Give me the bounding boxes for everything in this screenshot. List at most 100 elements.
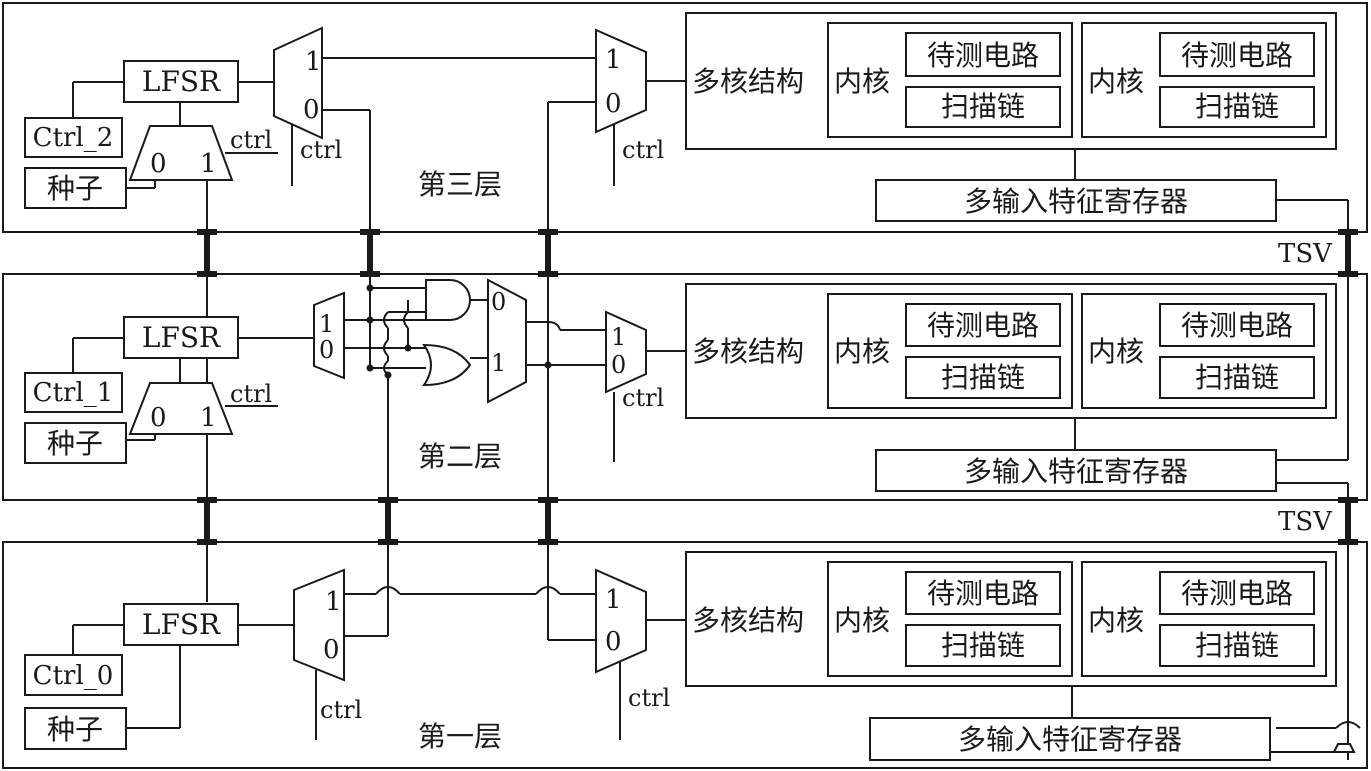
cut-2-label-l2: 待测电路 <box>1181 309 1293 342</box>
seed-mux-ctrl-l3: ctrl <box>230 126 272 154</box>
lfsr-box-l3 <box>123 60 239 103</box>
seed-mux-in1-l3: 1 <box>200 149 217 179</box>
layer-1: 1 0 ctrl 1 0 ctrl LFSR Ctrl_0 种子 第 <box>24 542 1361 761</box>
scan-chain-2-box-l3 <box>1159 86 1315 128</box>
mux-a-in0-l3: 0 <box>303 95 320 125</box>
mux-b-l1 <box>595 568 647 674</box>
scan-chain-2-label-l1: 扫描链 <box>1195 629 1279 662</box>
multicore-label-l1: 多核结构 <box>692 604 804 637</box>
mux-c-in1-l2: 1 <box>611 323 626 351</box>
lfsr-box-l2 <box>123 316 239 359</box>
layer-2-name: 第二层 <box>418 440 502 473</box>
cut-1-label-l3: 待测电路 <box>927 39 1039 72</box>
cut-1-label-l1: 待测电路 <box>927 577 1039 610</box>
cut-2-box-l1 <box>1159 571 1315 615</box>
tsv-label-upper: TSV <box>1278 239 1333 269</box>
core-1-label-l1: 内核 <box>834 604 890 637</box>
multicore-label-l3: 多核结构 <box>692 65 804 98</box>
scan-chain-1-label-l3: 扫描链 <box>941 90 1025 123</box>
scan-chain-2-label-l2: 扫描链 <box>1195 361 1279 394</box>
mux-a-in1-l2: 1 <box>319 310 334 338</box>
cut-1-box-l1 <box>905 571 1061 615</box>
cut-1-label-l2: 待测电路 <box>927 309 1039 342</box>
ctrl-register-box-l3 <box>24 117 123 158</box>
cut-1-box-l3 <box>905 32 1061 77</box>
cut-2-box-l3 <box>1159 32 1315 77</box>
mux-a-l3 <box>273 26 323 140</box>
seed-mux-in0-l2: 0 <box>150 403 167 433</box>
seed-label-l3: 种子 <box>47 172 103 205</box>
seed-mux-ctrl-l2: ctrl <box>230 380 272 408</box>
scan-chain-1-box-l2 <box>905 356 1061 399</box>
multicore-label-l2: 多核结构 <box>692 335 804 368</box>
mux-b-l2 <box>487 278 527 404</box>
seed-box-l2 <box>24 422 127 464</box>
cut-2-box-l2 <box>1159 303 1315 347</box>
scan-chain-2-label-l3: 扫描链 <box>1195 90 1279 123</box>
mux-c-l2 <box>605 310 647 394</box>
layer-2: 1 0 0 1 <box>24 274 1349 500</box>
seed-box-l3 <box>24 167 127 209</box>
misr-box-l2 <box>875 449 1277 492</box>
mux-a-in0-l1: 0 <box>323 635 340 665</box>
layer-3-name: 第三层 <box>418 168 502 201</box>
seed-mux-in1-l2: 1 <box>200 403 217 433</box>
mux-a-ctrl-l1: ctrl <box>320 696 362 724</box>
seed-box-l1 <box>24 707 127 750</box>
mux-a-l2 <box>313 291 345 380</box>
lfsr-label-l1: LFSR <box>142 608 221 641</box>
mux-b-in0-l3: 0 <box>605 89 622 119</box>
core-1-label-l2: 内核 <box>834 335 890 368</box>
mux-b-in0-l1: 0 <box>605 627 622 657</box>
mux-b-ctrl-l3: ctrl <box>622 136 664 164</box>
lfsr-label-l2: LFSR <box>142 321 221 354</box>
mux-c-ctrl-l2: ctrl <box>622 384 664 412</box>
mux-b-in1-l2: 1 <box>491 349 506 377</box>
scan-chain-1-label-l1: 扫描链 <box>941 629 1025 662</box>
mux-b-in1-l1: 1 <box>605 585 622 615</box>
mux-b-ctrl-l1: ctrl <box>628 684 670 712</box>
ctrl-register-box-l1 <box>24 654 123 696</box>
layer-1-name: 第一层 <box>418 720 502 753</box>
seed-mux-l2 <box>128 382 234 435</box>
scan-chain-2-box-l2 <box>1159 356 1315 399</box>
scan-chain-1-box-l3 <box>905 86 1061 128</box>
cut-1-box-l2 <box>905 303 1061 347</box>
scan-chain-1-box-l1 <box>905 624 1061 667</box>
ctrl-register-label-l3: Ctrl_2 <box>33 123 114 153</box>
core-2-label-l1: 内核 <box>1088 604 1144 637</box>
mux-b-l3 <box>595 28 647 134</box>
seed-label-l1: 种子 <box>47 713 103 746</box>
seed-mux-l3 <box>128 125 234 181</box>
misr-label-l3: 多输入特征寄存器 <box>964 185 1188 218</box>
lfsr-label-l3: LFSR <box>142 65 221 98</box>
lfsr-box-l1 <box>123 603 239 646</box>
mux-b-in1-l3: 1 <box>605 45 622 75</box>
ctrl-register-label-l2: Ctrl_1 <box>33 378 114 408</box>
mux-a-l1 <box>293 568 345 682</box>
scan-chain-2-box-l1 <box>1159 624 1315 667</box>
misr-box-l1 <box>869 717 1271 761</box>
or-gate-l2 <box>422 343 472 387</box>
misr-label-l1: 多输入特征寄存器 <box>958 723 1182 756</box>
mux-a-in0-l2: 0 <box>319 336 334 364</box>
misr-label-l2: 多输入特征寄存器 <box>964 455 1188 488</box>
ctrl-register-label-l1: Ctrl_0 <box>33 661 114 691</box>
mux-a-ctrl-l3: ctrl <box>300 136 342 164</box>
cut-2-label-l3: 待测电路 <box>1181 39 1293 72</box>
core-2-label-l2: 内核 <box>1088 335 1144 368</box>
scan-chain-1-label-l2: 扫描链 <box>941 361 1025 394</box>
tsv-label-lower: TSV <box>1278 507 1333 537</box>
mux-a-in1-l1: 1 <box>325 587 342 617</box>
mux-b-in0-l2: 0 <box>491 288 506 316</box>
layer-3: LFSR Ctrl_2 种子 0 1 ctrl 1 0 ctrl 1 0 ctr… <box>24 12 1349 232</box>
core-1-label-l3: 内核 <box>834 65 890 98</box>
mux-c-in0-l2: 0 <box>611 351 626 379</box>
core-2-label-l3: 内核 <box>1088 65 1144 98</box>
and-gate-l2 <box>425 279 471 321</box>
mux-a-in1-l3: 1 <box>305 47 322 77</box>
seed-label-l2: 种子 <box>47 427 103 460</box>
ctrl-register-box-l2 <box>24 372 123 413</box>
seed-mux-in0-l3: 0 <box>150 149 167 179</box>
